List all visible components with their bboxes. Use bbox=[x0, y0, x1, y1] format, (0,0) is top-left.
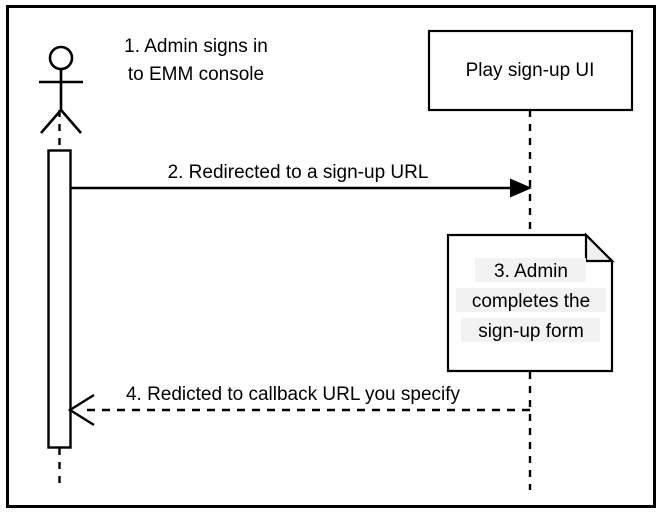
diagram-border bbox=[6, 5, 656, 508]
note-text-line-2: completes the bbox=[472, 291, 590, 312]
message-2-arrowhead-icon bbox=[510, 178, 532, 198]
stick-figure-head-icon bbox=[48, 45, 74, 71]
participant-box-label: Play sign-up UI bbox=[466, 60, 595, 81]
message-4-label: 4. Redicted to callback URL you specify bbox=[126, 384, 461, 405]
message-1-caption: 1. Admin signs in to EMM console bbox=[124, 36, 268, 85]
message-4-redicted-to-callback-url[interactable]: 4. Redicted to callback URL you specify bbox=[67, 384, 530, 427]
message-1-label-line-1: 1. Admin signs in bbox=[124, 36, 268, 57]
note-text-line-3: sign-up form bbox=[478, 321, 584, 342]
actor-admin[interactable] bbox=[39, 45, 83, 134]
message-2-label: 2. Redirected to a sign-up URL bbox=[168, 162, 429, 183]
activation-bar-admin bbox=[47, 149, 72, 449]
participant-play-signup-ui[interactable]: Play sign-up UI bbox=[427, 29, 634, 112]
message-2-redirected-to-signup-url[interactable]: 2. Redirected to a sign-up URL bbox=[70, 162, 532, 198]
stick-figure-right-leg-icon bbox=[60, 109, 82, 134]
stick-figure-left-leg-icon bbox=[40, 109, 62, 134]
note-line-2-highlight bbox=[456, 288, 606, 312]
note-text-line-1: 3. Admin bbox=[494, 261, 568, 282]
note-3-admin-completes-signup-form[interactable]: 3. Admin completes the sign-up form bbox=[446, 232, 615, 373]
note-line-1-highlight bbox=[475, 258, 586, 282]
note-line-3-highlight bbox=[461, 318, 600, 342]
message-4-arrowhead-icon bbox=[67, 393, 95, 427]
note-folded-corner-icon bbox=[584, 232, 615, 263]
participant-box bbox=[427, 29, 634, 112]
message-1-label-line-2: to EMM console bbox=[128, 64, 264, 85]
